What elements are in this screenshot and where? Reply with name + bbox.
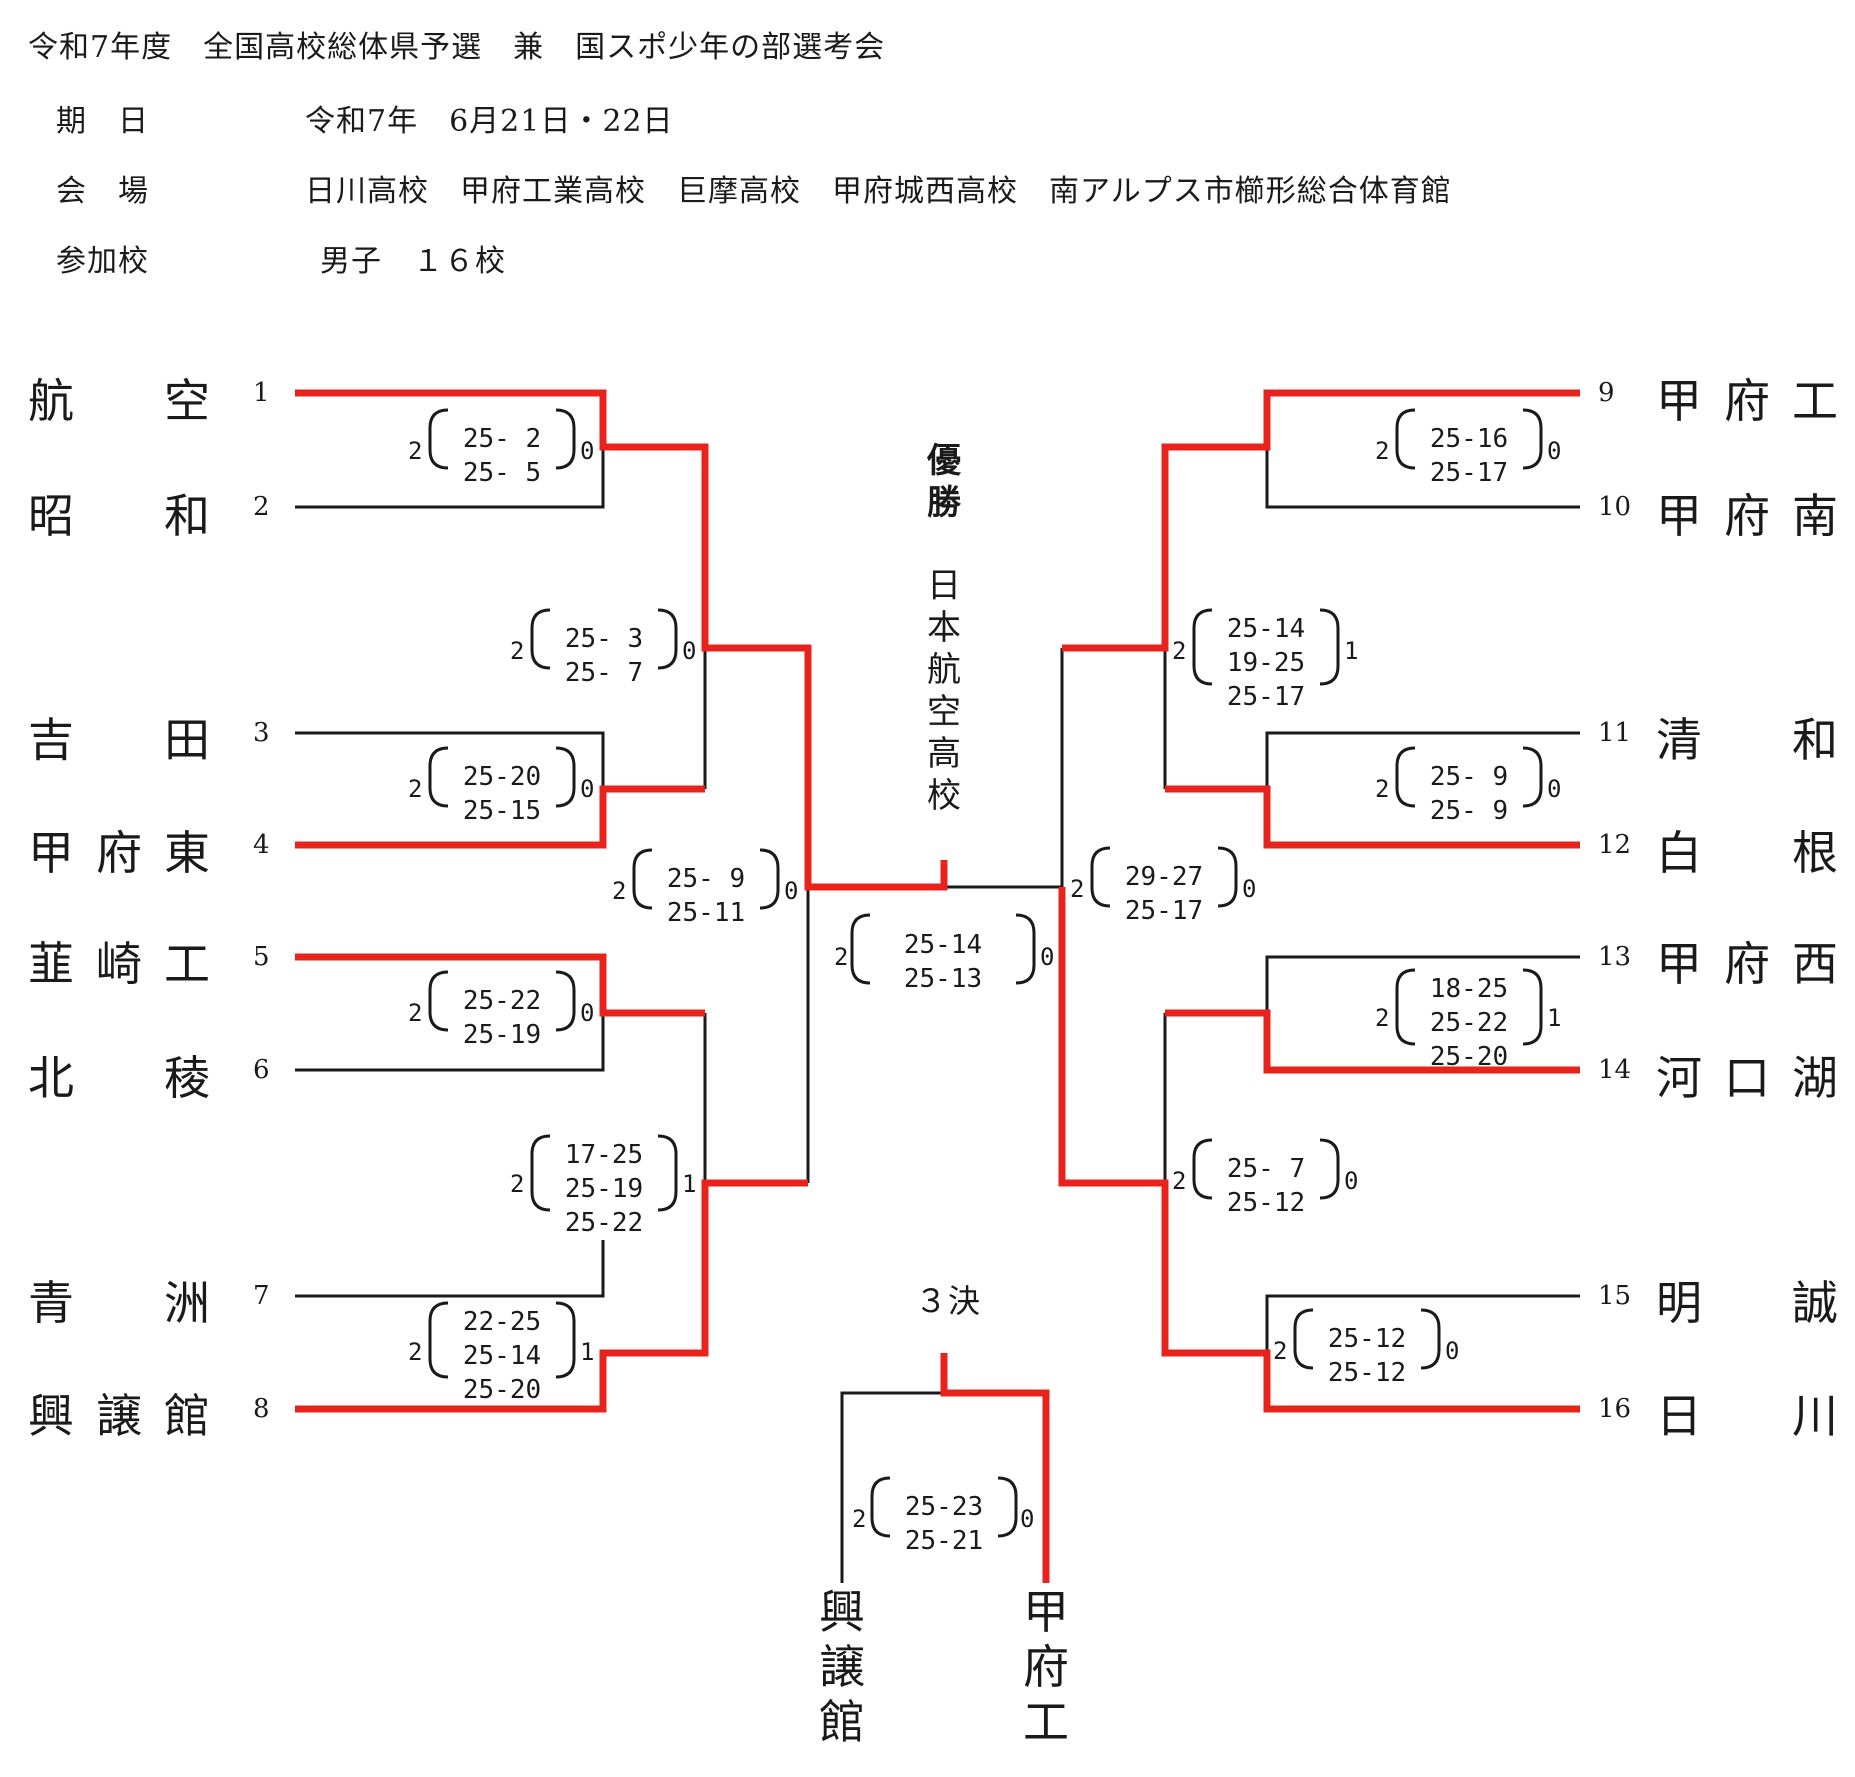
seed-right-16: 16 [1598, 1394, 1632, 1424]
match-4-loser-sets: 1 [580, 1338, 595, 1366]
seed-left-8: 8 [253, 1394, 270, 1424]
match-12-winner-sets: 2 [1172, 637, 1187, 665]
match-7-scores: 25- 9 25-11 [666, 864, 746, 928]
match-9-loser-sets: 0 [1547, 775, 1562, 803]
champion-label: 優勝 [927, 441, 961, 523]
bracket-winner-lines [295, 389, 1580, 1583]
seed-left-7: 7 [253, 1281, 270, 1311]
seed-right-9: 9 [1598, 378, 1615, 408]
seed-right-13: 13 [1598, 942, 1632, 972]
team-name-left-6: 北稜 [28, 1051, 210, 1105]
schools-label: 参加校 [56, 244, 149, 279]
seed-left-5: 5 [253, 942, 270, 972]
schools-value: 男子 １６校 [320, 244, 506, 279]
seed-left-2: 2 [253, 492, 270, 522]
match-3-loser-sets: 0 [580, 999, 595, 1027]
match-12-loser-sets: 1 [1344, 637, 1359, 665]
seed-right-11: 11 [1598, 718, 1632, 748]
match-14-scores: 29-27 25-17 [1124, 862, 1204, 926]
third-winner-sets: 2 [852, 1505, 867, 1533]
match-10-loser-sets: 1 [1547, 1004, 1562, 1032]
seed-left-1: 1 [253, 378, 270, 408]
date-label: 期 日 [56, 104, 149, 139]
team-name-left-4: 甲府東 [28, 826, 210, 880]
third-loser-sets: 0 [1020, 1505, 1035, 1533]
match-1-winner-sets: 2 [408, 437, 423, 465]
match-4-winner-sets: 2 [408, 1338, 423, 1366]
team-name-right-15: 明誠 [1656, 1276, 1838, 1330]
page-title: 令和7年度 全国高校総体県予選 兼 国スポ少年の部選考会 [28, 30, 886, 65]
match-6-scores: 17-25 25-19 25-22 [564, 1140, 644, 1238]
team-name-left-3: 吉田 [28, 713, 210, 767]
match-2-scores: 25-20 25-15 [462, 762, 542, 826]
team-name-right-14: 河口湖 [1656, 1051, 1838, 1105]
match-3-winner-sets: 2 [408, 999, 423, 1027]
third-place-label: ３決 [915, 1282, 982, 1320]
date-value: 令和7年 6月21日・22日 [305, 104, 674, 139]
seed-left-6: 6 [253, 1055, 270, 1085]
match-6-winner-sets: 2 [510, 1170, 525, 1198]
score-parentheses [428, 408, 1543, 1538]
team-name-right-10: 甲府南 [1656, 489, 1838, 543]
bracket-base-lines [295, 447, 1580, 1583]
match-5-winner-sets: 2 [510, 637, 525, 665]
champion-name: 日本航空高校 [927, 566, 961, 816]
match-13-loser-sets: 0 [1344, 1167, 1359, 1195]
team-name-right-16: 日川 [1656, 1389, 1838, 1443]
match-2-winner-sets: 2 [408, 775, 423, 803]
third-scores: 25-23 25-21 [904, 1492, 984, 1556]
match-7-loser-sets: 0 [784, 877, 799, 905]
seed-right-12: 12 [1598, 830, 1632, 860]
seed-right-14: 14 [1598, 1055, 1632, 1085]
seed-left-4: 4 [253, 830, 270, 860]
team-name-left-8: 興譲館 [28, 1389, 210, 1443]
seed-right-10: 10 [1598, 492, 1632, 522]
match-12-scores: 25-14 19-25 25-17 [1226, 614, 1306, 712]
match-14-loser-sets: 0 [1242, 875, 1257, 903]
match-5-loser-sets: 0 [682, 637, 697, 665]
match-6-loser-sets: 1 [682, 1170, 697, 1198]
final-scores: 25-14 25-13 [903, 930, 983, 994]
third-team-left: 興譲館 [819, 1585, 865, 1749]
match-8-loser-sets: 0 [1547, 437, 1562, 465]
venue-value: 日川高校 甲府工業高校 巨摩高校 甲府城西高校 南アルプス市櫛形総合体育館 [305, 174, 1452, 209]
team-name-left-7: 青洲 [28, 1276, 210, 1330]
match-8-winner-sets: 2 [1375, 437, 1390, 465]
team-name-left-2: 昭和 [28, 489, 210, 543]
final-loser-sets: 0 [1040, 943, 1055, 971]
match-13-winner-sets: 2 [1172, 1167, 1187, 1195]
team-name-right-11: 清和 [1656, 713, 1838, 767]
match-13-scores: 25- 7 25-12 [1226, 1154, 1306, 1218]
match-9-scores: 25- 9 25- 9 [1429, 762, 1509, 826]
match-9-winner-sets: 2 [1375, 775, 1390, 803]
team-name-left-1: 航空 [28, 374, 210, 428]
match-5-scores: 25- 3 25- 7 [564, 624, 644, 688]
seed-right-15: 15 [1598, 1281, 1632, 1311]
match-11-winner-sets: 2 [1273, 1337, 1288, 1365]
match-10-scores: 18-25 25-22 25-20 [1429, 974, 1509, 1072]
seed-left-3: 3 [253, 718, 270, 748]
team-name-right-13: 甲府西 [1656, 937, 1838, 991]
match-11-loser-sets: 0 [1445, 1337, 1460, 1365]
match-4-scores: 22-25 25-14 25-20 [462, 1307, 542, 1405]
match-8-scores: 25-16 25-17 [1429, 424, 1509, 488]
match-1-loser-sets: 0 [580, 437, 595, 465]
match-10-winner-sets: 2 [1375, 1004, 1390, 1032]
team-name-right-12: 白根 [1656, 826, 1838, 880]
match-1-scores: 25- 2 25- 5 [462, 424, 542, 488]
final-winner-sets: 2 [834, 943, 849, 971]
match-7-winner-sets: 2 [612, 877, 627, 905]
match-11-scores: 25-12 25-12 [1327, 1324, 1407, 1388]
match-14-winner-sets: 2 [1070, 875, 1085, 903]
team-name-left-5: 韮崎工 [28, 937, 210, 991]
match-2-loser-sets: 0 [580, 775, 595, 803]
team-name-right-9: 甲府工 [1656, 374, 1838, 428]
match-3-scores: 25-22 25-19 [462, 986, 542, 1050]
venue-label: 会 場 [56, 174, 149, 209]
third-team-right: 甲府工 [1023, 1585, 1069, 1749]
